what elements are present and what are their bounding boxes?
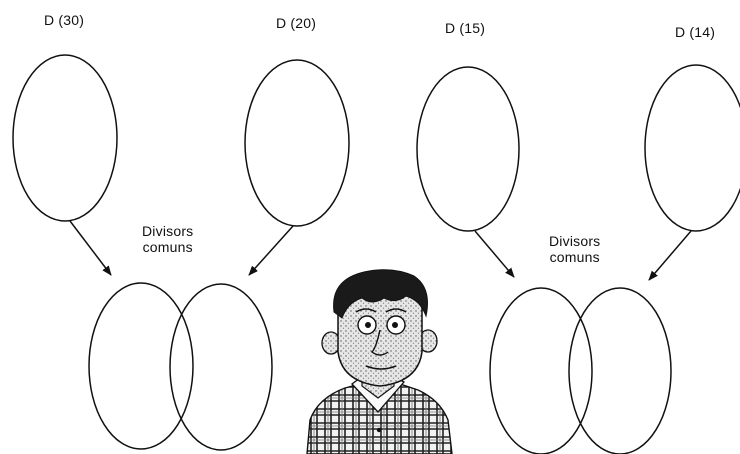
set-label-d30: D (30) xyxy=(44,12,84,28)
left-pupil xyxy=(365,322,371,328)
set-label-d15: D (15) xyxy=(445,20,485,36)
venn-left xyxy=(89,283,272,450)
venn-right-ellipse-a xyxy=(490,288,592,454)
set-label-d14: D (14) xyxy=(675,24,715,40)
venn-right xyxy=(490,288,671,454)
set-d15-ellipse xyxy=(417,67,519,231)
common-caption-right-line2: comuns xyxy=(549,249,600,265)
common-caption-left-line2: comuns xyxy=(142,239,193,255)
set-d20-ellipse xyxy=(245,60,349,226)
arrow-d30 xyxy=(70,221,111,275)
set-d14-ellipse xyxy=(645,65,740,231)
right-pupil xyxy=(392,322,398,328)
common-divisors-caption-right: Divisors comuns xyxy=(549,233,600,265)
venn-left-ellipse-b xyxy=(170,284,272,450)
set-label-d20: D (20) xyxy=(276,15,316,31)
shirt-button xyxy=(377,428,381,432)
arrow-d14 xyxy=(649,231,691,280)
boy-illustration xyxy=(307,270,452,454)
arrow-d20 xyxy=(249,226,293,275)
common-caption-left-line1: Divisors xyxy=(142,223,193,239)
arrow-d15 xyxy=(475,231,514,277)
common-caption-right-line1: Divisors xyxy=(549,233,600,249)
set-d30-ellipse xyxy=(13,55,117,221)
venn-left-ellipse-a xyxy=(89,283,193,449)
common-divisors-caption-left: Divisors comuns xyxy=(142,223,193,255)
venn-right-ellipse-b xyxy=(569,288,671,454)
